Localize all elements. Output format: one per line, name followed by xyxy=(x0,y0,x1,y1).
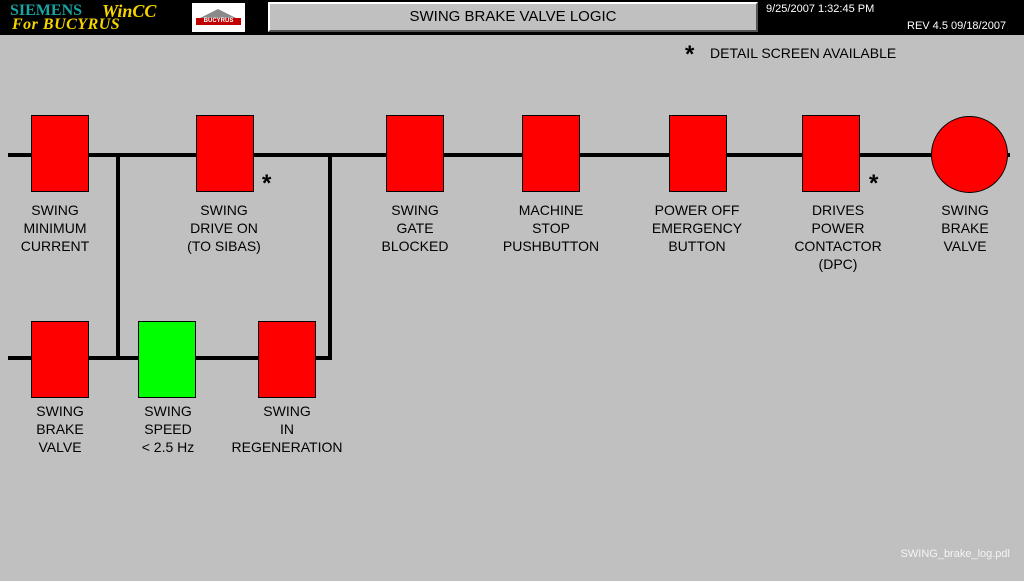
revision-label: REV 4.5 09/18/2007 xyxy=(907,20,1007,32)
swing-gate-blocked-block[interactable] xyxy=(386,115,444,192)
detail-asterisk-icon[interactable]: * xyxy=(262,170,272,197)
swing-speed-block[interactable] xyxy=(138,321,196,398)
swing-minimum-current-block[interactable] xyxy=(31,115,89,192)
screen-title: SWING BRAKE VALVE LOGIC xyxy=(409,8,617,25)
brand-wincc: WinCC xyxy=(102,1,157,21)
branch-left-riser xyxy=(116,153,120,360)
brand-siemens: SIEMENS xyxy=(10,2,83,19)
asterisk-icon: * xyxy=(685,41,695,68)
swing-in-regeneration-block[interactable] xyxy=(258,321,316,398)
screen-title-box: SWING BRAKE VALVE LOGIC xyxy=(268,2,758,32)
datetime-display: 9/25/2007 1:32:45 PM xyxy=(766,3,875,15)
power-off-emergency-button-block[interactable] xyxy=(669,115,727,192)
branch-right-riser xyxy=(328,153,332,360)
machine-stop-pushbutton-block[interactable] xyxy=(522,115,580,192)
swing-brake-valve-coil[interactable] xyxy=(931,116,1008,193)
bucyrus-logo-text: BUCYRUS xyxy=(203,18,234,24)
legend-text: DETAIL SCREEN AVAILABLE xyxy=(710,45,897,61)
swing-drive-on-block[interactable] xyxy=(196,115,254,192)
branch-swing-brake-valve-block[interactable] xyxy=(31,321,89,398)
bucyrus-logo-icon: BUCYRUS xyxy=(192,3,245,32)
brand-logo: SIEMENS WinCC For BUCYRUS xyxy=(10,1,170,34)
drives-power-contactor-block[interactable] xyxy=(802,115,860,192)
detail-asterisk-icon[interactable]: * xyxy=(869,170,879,197)
brand-for-bucyrus: For BUCYRUS xyxy=(12,16,121,33)
main-rung-wire xyxy=(8,153,1010,157)
top-bar: SIEMENS WinCC For BUCYRUS BUCYRUS SWING … xyxy=(0,0,1024,35)
screen-filename: SWING_brake_log.pdl xyxy=(900,548,1010,560)
